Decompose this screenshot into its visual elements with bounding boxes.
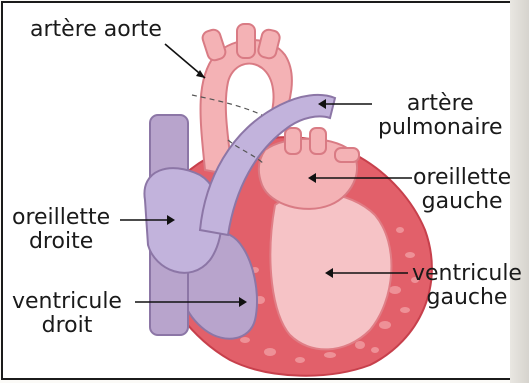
label-right-atrium: oreillette droite bbox=[12, 206, 110, 254]
label-left-ventricle: ventricule gauche bbox=[412, 262, 522, 310]
label-left-atrium: oreillette gauche bbox=[413, 166, 511, 214]
label-right-ventricle: ventricule droit bbox=[12, 290, 122, 338]
label-aorta: artère aorte bbox=[30, 18, 162, 42]
aortic-branches bbox=[201, 24, 281, 62]
label-pulmonary-artery: artère pulmonaire bbox=[378, 92, 503, 140]
